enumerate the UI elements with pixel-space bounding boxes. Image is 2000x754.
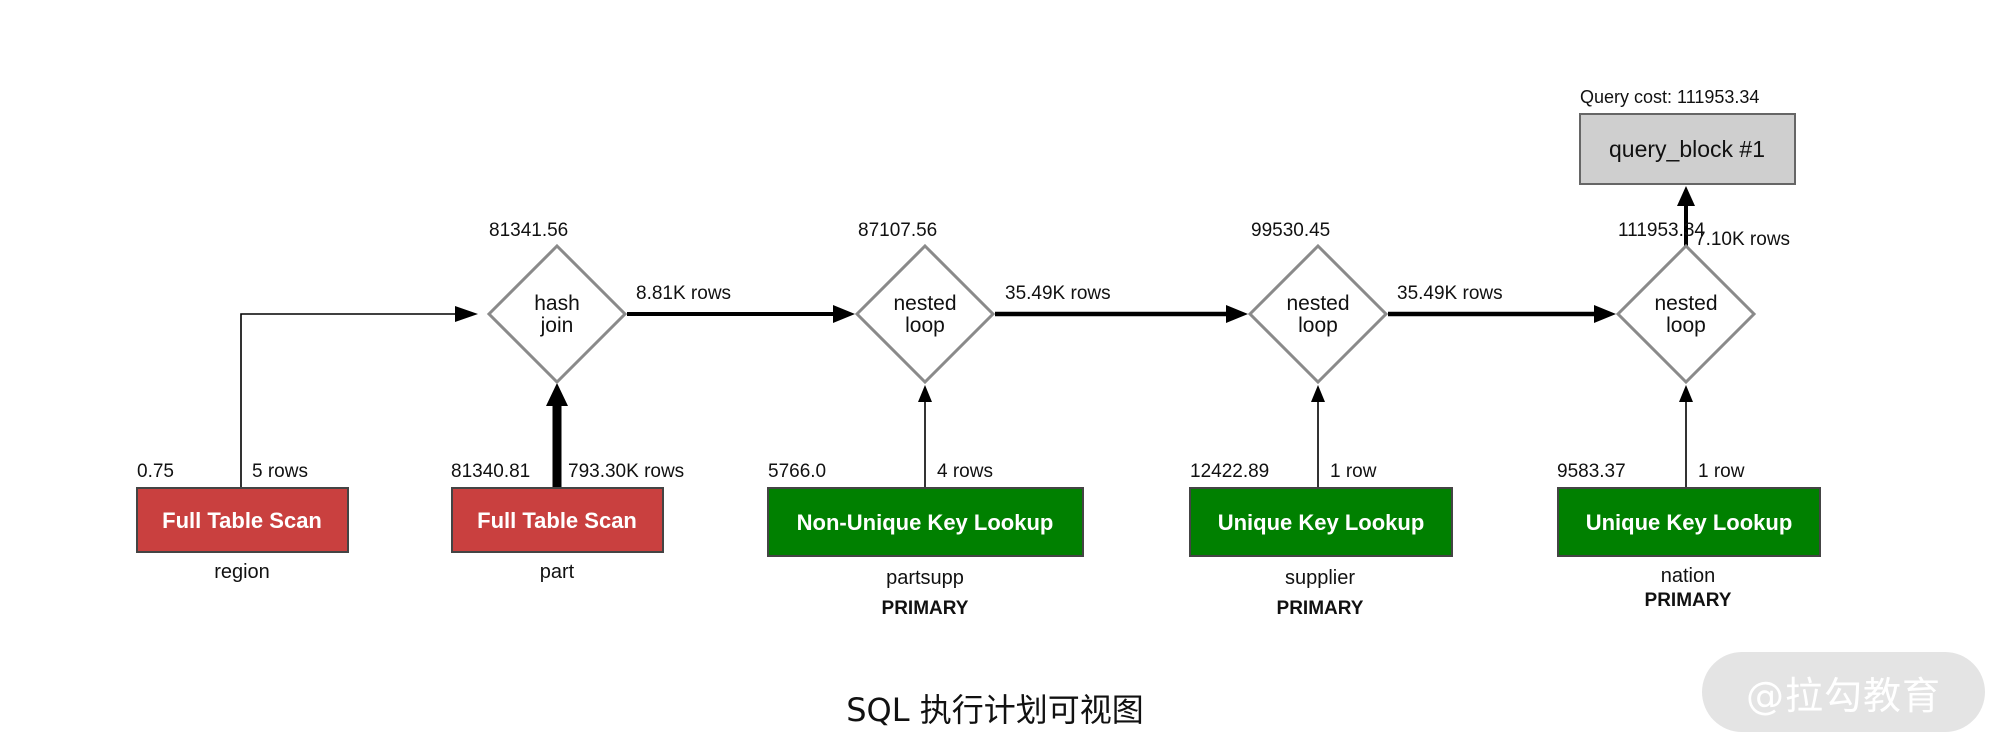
access-type-label: Unique Key Lookup — [1586, 510, 1793, 535]
table-access-rows: 1 row — [1330, 461, 1377, 482]
unique-key-lookup-supplier[interactable] — [1189, 487, 1453, 557]
watermark-badge: @拉勾教育 — [1702, 652, 1985, 732]
table-access-rows: 5 rows — [252, 461, 308, 482]
table-access-cost: 5766.0 — [768, 461, 826, 482]
join-output-rows: 7.10K rows — [1695, 229, 1790, 250]
edge-region-to-hash-join — [240, 313, 470, 487]
hash-join-node[interactable] — [486, 243, 628, 385]
arrow-head — [1311, 385, 1325, 402]
join-label-line2: loop — [1298, 314, 1338, 337]
non-unique-key-lookup-partsupp[interactable] — [767, 487, 1084, 557]
arrow-head — [1679, 385, 1693, 402]
nested-loop-node-3[interactable] — [1615, 243, 1757, 385]
table-name: nation — [1661, 565, 1716, 587]
join-output-rows: 8.81K rows — [636, 283, 731, 304]
table-access-cost: 81340.81 — [451, 461, 530, 482]
join-label-line2: loop — [905, 314, 945, 337]
nested-loop-node-2[interactable] — [1247, 243, 1389, 385]
unique-key-lookup-nation[interactable] — [1557, 487, 1821, 557]
arrow-head — [1226, 305, 1248, 323]
query-block-node[interactable] — [1579, 113, 1796, 185]
arrow-head — [1594, 305, 1616, 323]
arrow-head — [546, 383, 568, 406]
index-key-name: PRIMARY — [882, 598, 969, 619]
join-cost: 81341.56 — [489, 220, 568, 241]
join-label-line1: hash — [534, 292, 580, 315]
access-type-label: Non-Unique Key Lookup — [797, 510, 1054, 535]
join-label-line2: loop — [1666, 314, 1706, 337]
table-access-rows: 4 rows — [937, 461, 993, 482]
join-cost: 87107.56 — [858, 220, 937, 241]
query-cost-label: Query cost: 111953.34 — [1580, 87, 1759, 107]
table-access-cost: 9583.37 — [1557, 461, 1626, 482]
table-access-cost: 12422.89 — [1190, 461, 1269, 482]
access-type-label: Full Table Scan — [477, 508, 637, 533]
join-label-line1: nested — [1654, 292, 1717, 315]
table-access-cost: 0.75 — [137, 461, 174, 482]
full-table-scan-region[interactable] — [136, 487, 349, 553]
access-type-label: Full Table Scan — [162, 508, 322, 533]
table-name: part — [540, 561, 575, 583]
join-cost: 111953.34 — [1618, 220, 1705, 241]
table-access-rows: 793.30K rows — [568, 461, 684, 482]
join-label-line1: nested — [1286, 292, 1349, 315]
nested-loop-node-1[interactable] — [854, 243, 996, 385]
full-table-scan-part[interactable] — [451, 487, 664, 553]
arrow-head — [455, 306, 478, 322]
join-output-rows: 35.49K rows — [1397, 283, 1503, 304]
figure-caption: SQL 执行计划可视图 — [846, 691, 1144, 729]
table-name: supplier — [1285, 567, 1355, 589]
arrow-head — [918, 385, 932, 402]
index-key-name: PRIMARY — [1277, 598, 1364, 619]
table-name: partsupp — [886, 567, 964, 589]
access-type-label: Unique Key Lookup — [1218, 510, 1425, 535]
table-access-rows: 1 row — [1698, 461, 1745, 482]
arrow-head — [833, 305, 855, 323]
arrow-head — [1677, 186, 1695, 206]
join-output-rows: 35.49K rows — [1005, 283, 1111, 304]
join-label-line2: join — [540, 314, 574, 337]
query-block-label: query_block #1 — [1609, 136, 1765, 162]
join-label-line1: nested — [893, 292, 956, 315]
watermark-text: @拉勾教育 — [1745, 673, 1941, 718]
join-cost: 99530.45 — [1251, 220, 1330, 241]
table-name: region — [214, 561, 270, 583]
index-key-name: PRIMARY — [1645, 590, 1732, 611]
